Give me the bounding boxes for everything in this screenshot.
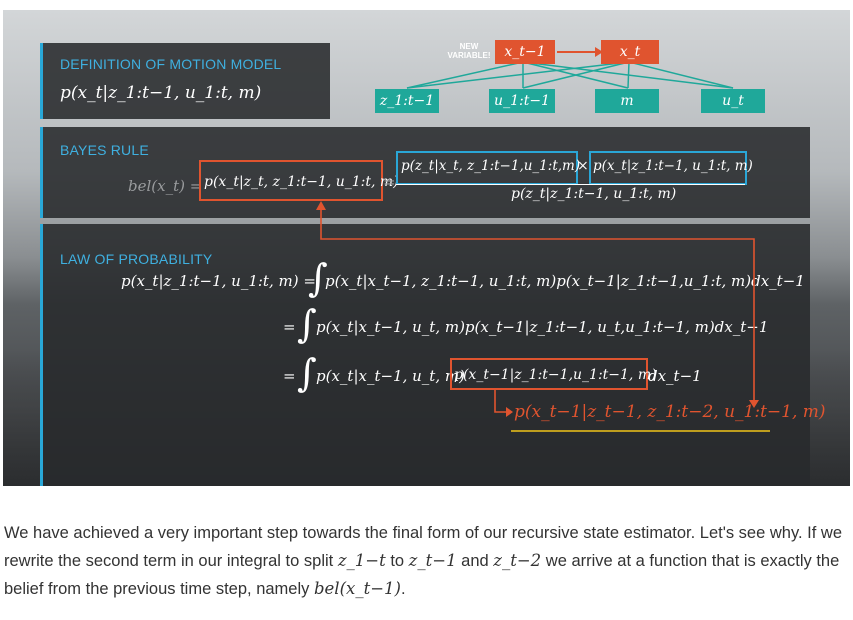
belief-term-highlight-box [450, 358, 648, 390]
integral-sign-2: ∫ [297, 302, 317, 346]
new-variable-label: NEW VARIABLE! [447, 42, 491, 60]
law-line-3-belief-term: p(x_t−1|z_1:t−1,u_1:t−1, m) [454, 367, 657, 383]
inline-math-bel-x-t-1: bel(x_t−1) [313, 579, 401, 598]
integral-sign-3: ∫ [297, 351, 317, 395]
explanation-paragraph: We have achieved a very important step t… [4, 520, 844, 603]
likelihood-formula: p(z_t|x_t, z_1:t−1,u_1:t,m) [401, 158, 581, 174]
bayes-rule-title: BAYES RULE [60, 142, 149, 158]
panel-accent-bar [40, 224, 43, 486]
law-lhs-formula: p(x_t|z_1:t−1, u_1:t, m) = [121, 272, 316, 290]
inline-math-z-t-2: z_t−2 [493, 551, 542, 570]
inline-math-z-t-1: z_t−1 [408, 551, 457, 570]
node-x-t-minus-1: x_t−1 [495, 40, 555, 64]
fraction-bar [396, 184, 745, 185]
law-line-2: p(x_t|x_t−1, u_t, m)p(x_t−1|z_1:t−1, u_t… [316, 318, 769, 336]
times-sign: × [577, 158, 589, 174]
law-equals-2: = [283, 318, 296, 336]
node-u-t: u_t [701, 89, 765, 113]
inline-math-z-1-t: z_1−t [337, 551, 386, 570]
panel-accent-bar [40, 43, 43, 119]
law-line-1: p(x_t|x_t−1, z_1:t−1, u_1:t, m)p(x_t−1|z… [325, 272, 805, 290]
paragraph-text-2: to [385, 552, 409, 570]
posterior-highlight-box [199, 160, 383, 201]
paragraph-text-5: . [400, 580, 406, 598]
paragraph-text-3: and [456, 552, 494, 570]
posterior-formula: p(x_t|z_t, z_1:t−1, u_1:t, m) [204, 174, 399, 190]
node-z-1-t-minus-1: z_1:t−1 [375, 89, 439, 113]
bayes-rule-panel: BAYES RULE [40, 127, 810, 218]
panel-accent-bar [40, 127, 43, 218]
denominator-formula: p(z_t|z_1:t−1, u_1:t, m) [511, 186, 677, 202]
law-of-probability-title: LAW OF PROBABILITY [60, 251, 213, 267]
bel-x-t-label: bel(x_t) = [128, 177, 203, 195]
law-line-3-transition: p(x_t|x_t−1, u_t, m) [316, 367, 465, 385]
motion-model-panel: DEFINITION OF MOTION MODEL p(x_t|z_1:t−1… [40, 43, 330, 119]
motion-model-formula: p(x_t|z_1:t−1, u_1:t, m) [60, 83, 262, 103]
paragraph-text-4: we arrive at a function that is exactly … [4, 552, 840, 598]
node-m: m [595, 89, 659, 113]
motion-model-title: DEFINITION OF MOTION MODEL [60, 56, 282, 72]
law-line-3-dx: dx_t−1 [648, 367, 702, 385]
node-x-t: x_t [601, 40, 659, 64]
law-of-probability-panel: LAW OF PROBABILITY [40, 224, 810, 486]
node-u-1-t-minus-1: u_1:t−1 [489, 89, 555, 113]
prior-formula: p(x_t|z_1:t−1, u_1:t, m) [593, 158, 753, 174]
equals-sign: = [383, 173, 396, 191]
previous-belief-formula: p(x_t−1|z_t−1, z_1:t−2, u_1:t−1, m) [514, 402, 826, 422]
lecture-slide: DEFINITION OF MOTION MODEL p(x_t|z_1:t−1… [3, 10, 850, 486]
connector-arrows [316, 201, 770, 432]
law-equals-3: = [283, 367, 296, 385]
integral-sign-1: ∫ [308, 256, 328, 300]
dependency-graph-edges [406, 47, 734, 89]
paragraph-text-1: We have achieved a very important step t… [4, 524, 843, 570]
